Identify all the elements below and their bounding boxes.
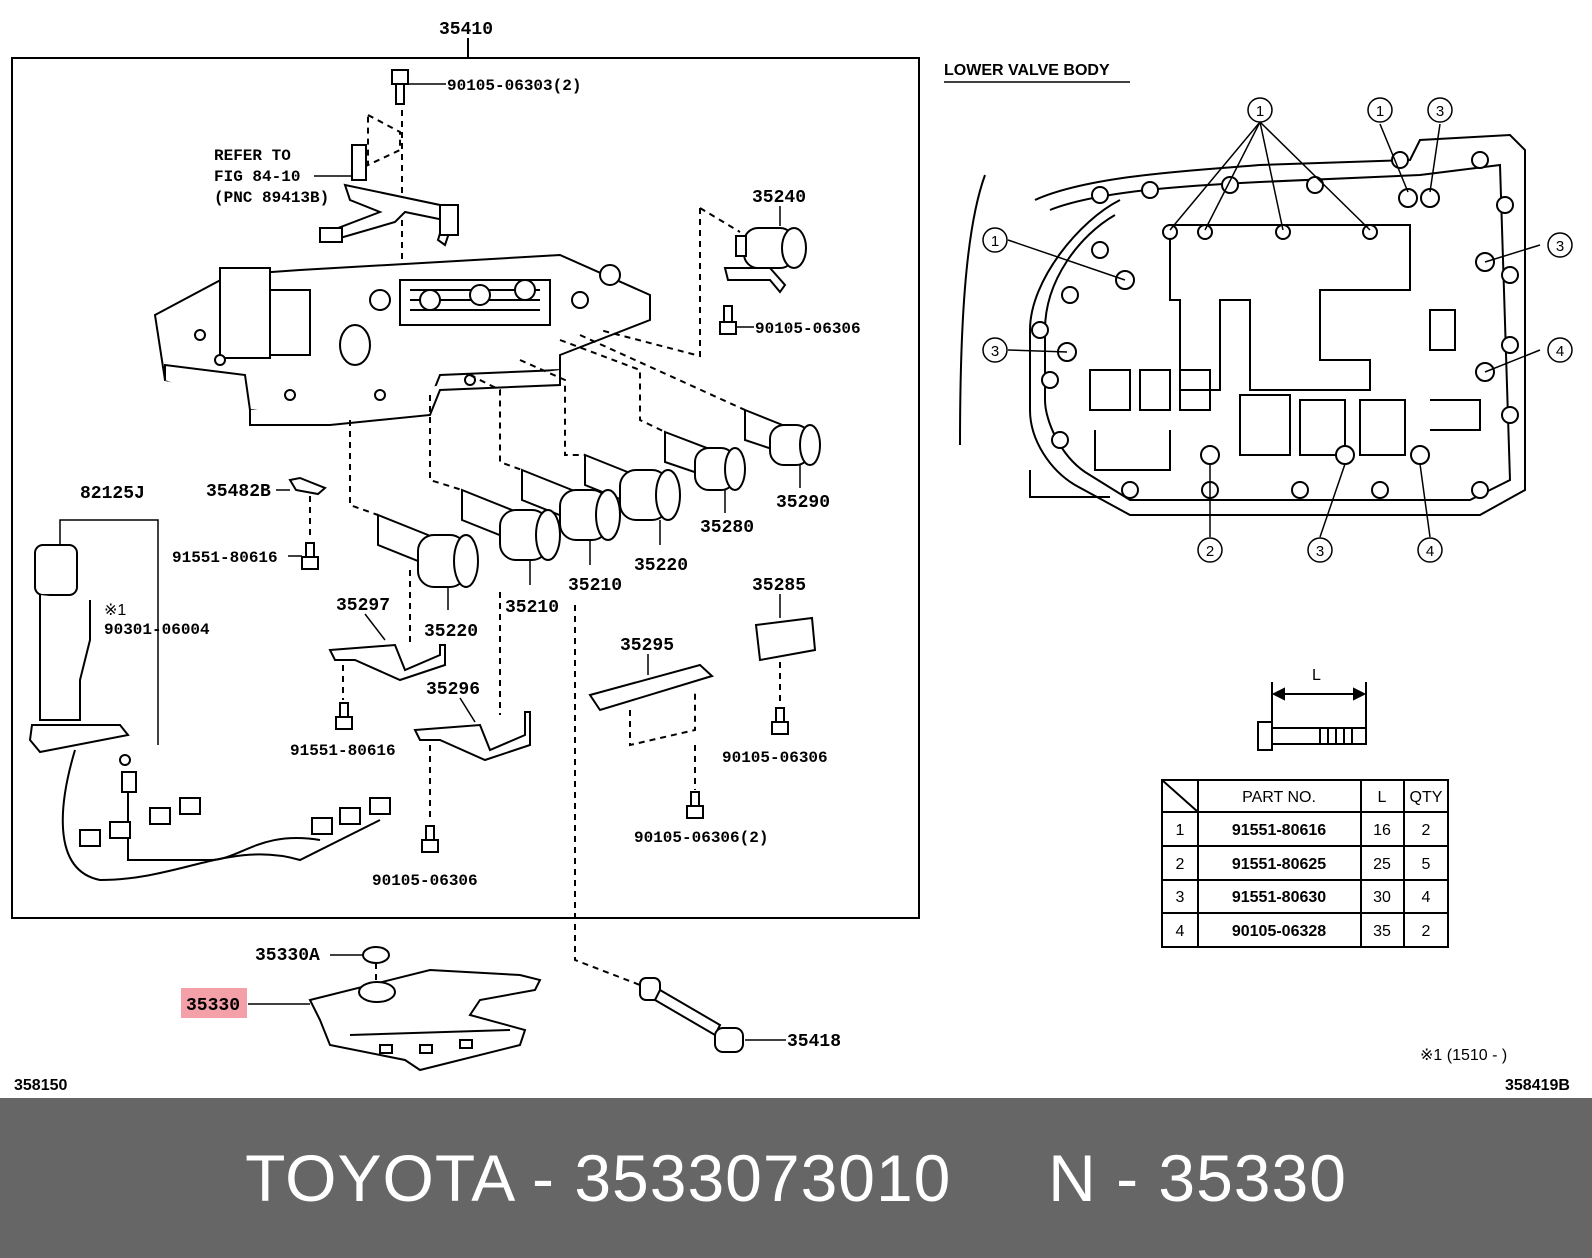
- table-cell: 91551-80630: [1232, 889, 1326, 906]
- label-bolt-91551-b[interactable]: 91551-80616: [290, 742, 396, 760]
- label-bolt-90105-b[interactable]: 90105-06306(2): [634, 829, 768, 847]
- oil-strainer-icon: [308, 968, 542, 1072]
- refer-note-line1: REFER TO: [214, 147, 291, 165]
- table-cell: 2: [1176, 856, 1185, 873]
- bolt-length-label: L: [1312, 667, 1321, 684]
- valve-35418-icon: [639, 977, 744, 1053]
- part-number-footer: TOYOTA - 3533073010 N - 35330: [0, 1098, 1592, 1258]
- callout-4-right: 4: [1556, 343, 1564, 360]
- valve-body-icon: [153, 253, 651, 426]
- label-bolt-91551-a[interactable]: 91551-80616: [172, 549, 278, 567]
- label-35418[interactable]: 35418: [787, 1032, 841, 1052]
- table-cell: 90105-06328: [1232, 923, 1326, 940]
- label-bolt-90301[interactable]: 90301-06004: [104, 621, 210, 639]
- label-35410[interactable]: 35410: [439, 20, 493, 40]
- table-cell: 91551-80625: [1232, 856, 1326, 873]
- bolt-90105b-icon: [686, 791, 704, 819]
- lower-valve-body-title: LOWER VALVE BODY: [944, 62, 1110, 79]
- clip-35285-icon: [754, 616, 817, 662]
- label-bolt-90105-c[interactable]: 90105-06306: [722, 749, 828, 767]
- clip-35482B-icon: [288, 476, 327, 496]
- label-35482B[interactable]: 35482B: [206, 482, 271, 502]
- assembly-frame: [11, 57, 920, 919]
- wire-harness-icon: [28, 544, 391, 882]
- table-cell: 3: [1176, 889, 1185, 906]
- table-cell: 35: [1373, 923, 1391, 940]
- callout-3-right: 3: [1556, 238, 1564, 255]
- plate-35295-icon: [588, 663, 714, 712]
- table-cell: 2: [1422, 822, 1431, 839]
- solenoid-35220a-icon: [584, 453, 681, 521]
- solenoid-35280-icon: [664, 430, 746, 491]
- refer-note-line3: (PNC 89413B): [214, 189, 329, 207]
- lower-valve-body-icon: [959, 133, 1526, 516]
- harness-bracket-icon: [319, 144, 459, 247]
- callout-2-bottom: 2: [1206, 543, 1214, 560]
- table-cell: 4: [1422, 889, 1431, 906]
- callout-circles: [982, 97, 1573, 563]
- callout-3-top: 3: [1436, 103, 1444, 120]
- label-82125J[interactable]: 82125J: [80, 484, 145, 504]
- callout-2-top: 1: [1256, 103, 1264, 120]
- label-bolt-90105-a[interactable]: 90105-06306: [372, 872, 478, 890]
- solenoid-35210a-icon: [521, 468, 621, 541]
- label-bolt-35240[interactable]: 90105-06306: [755, 320, 861, 338]
- ref-code-right: 358419B: [1505, 1077, 1570, 1094]
- label-35210-b[interactable]: 35210: [505, 598, 559, 618]
- solenoid-35240-icon: [723, 227, 807, 294]
- ref-code-left: 358150: [14, 1077, 67, 1094]
- bolt-90105a-icon: [421, 825, 439, 853]
- callout-4-bottom: 4: [1426, 543, 1434, 560]
- table-cell: 1: [1176, 822, 1185, 839]
- table-header-part-no: PART NO.: [1242, 789, 1316, 806]
- callout-3-left: 3: [991, 343, 999, 360]
- parts-diagram: 35410 90105-06303(2) REFER TO FIG 84-10 …: [11, 20, 1573, 1094]
- label-35296[interactable]: 35296: [426, 680, 480, 700]
- table-cell: 30: [1373, 889, 1391, 906]
- bracket-35296-icon: [413, 711, 531, 762]
- bolt-91551a-icon: [301, 542, 319, 570]
- label-35295[interactable]: 35295: [620, 636, 674, 656]
- label-35285[interactable]: 35285: [752, 576, 806, 596]
- table-cell: 2: [1422, 923, 1431, 940]
- label-35220-a[interactable]: 35220: [634, 556, 688, 576]
- callout-1-left: 1: [991, 233, 999, 250]
- label-35220-b[interactable]: 35220: [424, 622, 478, 642]
- footer-part-text: TOYOTA - 3533073010 N - 35330: [245, 1141, 1347, 1215]
- footnote: ※1 (1510 - ): [1420, 1047, 1507, 1064]
- note-mark: ※1: [104, 602, 126, 619]
- label-bolt-top[interactable]: 90105-06303(2): [447, 77, 581, 95]
- solenoid-35220b-icon: [377, 513, 479, 588]
- bracket-35297-icon: [328, 643, 446, 682]
- callout-3-bottom: 3: [1316, 543, 1324, 560]
- callout-1-top: 1: [1376, 103, 1384, 120]
- table-cell: 25: [1373, 856, 1391, 873]
- label-35330[interactable]: 35330: [186, 996, 240, 1016]
- label-35330A[interactable]: 35330A: [255, 946, 320, 966]
- refer-note-line2: FIG 84-10: [214, 168, 300, 186]
- bolt-length-icon: [1257, 682, 1367, 751]
- label-35280[interactable]: 35280: [700, 518, 754, 538]
- label-35240[interactable]: 35240: [752, 188, 806, 208]
- highlight-35330: [181, 988, 247, 1018]
- table-cell: 5: [1422, 856, 1431, 873]
- o-ring-icon: [362, 946, 390, 964]
- label-35297[interactable]: 35297: [336, 596, 390, 616]
- table-cell: 16: [1373, 822, 1391, 839]
- label-35290[interactable]: 35290: [776, 493, 830, 513]
- solenoid-35290-icon: [744, 408, 821, 466]
- bolt-35240-icon: [719, 305, 737, 335]
- valve-body-bolts: [1031, 151, 1519, 499]
- table-header-qty: QTY: [1410, 789, 1443, 806]
- table-header-l: L: [1378, 789, 1387, 806]
- bolt-90105c-icon: [771, 707, 789, 735]
- bolt-91551b-icon: [335, 702, 353, 730]
- bolt-top-icon: [391, 69, 409, 105]
- solenoid-35210b-icon: [461, 488, 561, 561]
- table-cell: 91551-80616: [1232, 822, 1326, 839]
- label-35210-a[interactable]: 35210: [568, 576, 622, 596]
- bolt-table: [1161, 779, 1449, 948]
- table-cell: 4: [1176, 923, 1185, 940]
